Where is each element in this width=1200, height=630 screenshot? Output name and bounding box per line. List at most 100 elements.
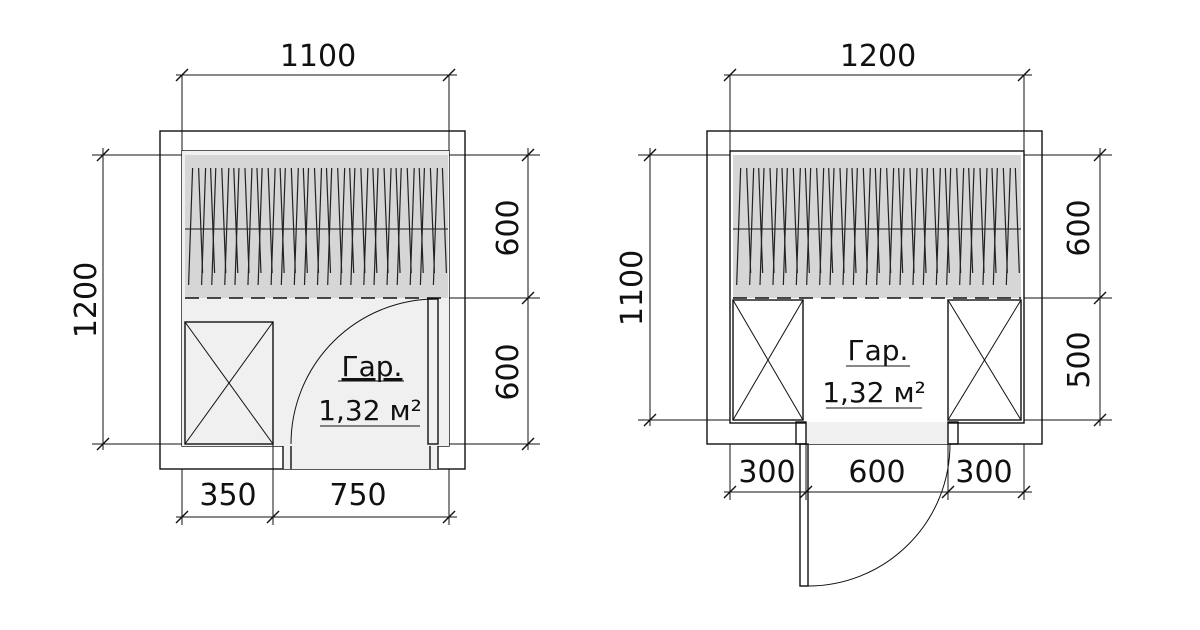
hanger-stroke [302,167,308,274]
plan-b-dim-right-lower-label: 500 [1062,331,1097,388]
plan-a-dim-bottom-left-label: 350 [199,478,256,513]
hanger-stroke [234,167,240,286]
hanger-stroke [325,167,332,274]
hanger-stroke [363,167,369,286]
hanger-stroke [772,167,778,286]
hanger-stroke [360,167,366,274]
plan-a-room-area: 1,32 м² [318,394,422,427]
hanger-stroke [816,167,822,274]
hanger-stroke [233,167,239,274]
hanger-stroke [782,167,788,286]
hanger-stroke [828,167,834,274]
plan-b-door-swing [799,443,951,587]
hanger-stroke [340,167,346,286]
plan-b-dim-bottom-mid-label: 600 [848,455,905,490]
plan-b-dim-top-label: 1200 [840,39,916,74]
plan-a-room-label: Гар. [342,350,403,383]
plan-b-room-area: 1,32 м² [822,376,926,409]
hanger-stroke [819,167,825,286]
hanger-stroke [898,167,904,274]
hanger-stroke [935,167,941,286]
hanger-stroke [349,167,355,274]
hanger-stroke [409,167,415,286]
plan-a-dim-top [175,68,457,151]
plan-b-dim-left-label: 1100 [615,250,650,326]
hanger-stroke [187,167,194,286]
hanger-stroke [899,167,905,286]
hanger-stroke [337,167,343,274]
plan-a-dim-bottom [175,444,457,525]
hanger-stroke [749,167,755,286]
hanger-stroke [303,167,310,286]
hanger-stroke [279,167,285,274]
hanger-stroke [267,167,273,274]
plan-a-shelf-unit [184,321,274,445]
hanger-stroke [419,167,426,286]
hanger-stroke [852,167,858,286]
hanger-stroke [781,167,787,274]
hanger-stroke [795,167,801,286]
plan-a-clothes-rail [185,155,448,299]
plan-b-clothes-rail [733,155,1021,299]
hanger-stroke [889,167,895,286]
hanger-stroke [256,167,262,274]
hanger-stroke [386,167,392,286]
hanger-stroke [244,167,250,274]
plan-a-dim-left [92,148,182,451]
hanger-stroke [396,167,402,286]
hanger-stroke [759,167,765,286]
hanger-stroke [1014,167,1020,274]
plan-b-dim-left [638,148,730,427]
hanger-stroke [946,167,952,286]
plan-a-dim-right-lower-label: 600 [491,343,526,400]
hanger-stroke [862,167,868,274]
hanger-stroke [968,167,974,274]
hanger-stroke [209,167,216,274]
hanger-stroke [886,167,892,274]
hanger-stroke [1002,167,1008,274]
plan-b-dim-right-upper-label: 600 [1062,199,1097,256]
hanger-stroke [247,167,253,286]
hanger-stroke [290,167,296,274]
plan-b-dim-top [723,68,1032,151]
plan-b-room-label: Гар. [848,334,909,367]
hanger-stroke [922,167,928,286]
plan-b-walls [706,130,1043,445]
hanger-stroke [270,167,276,286]
plan-a-dim-right-upper-label: 600 [491,199,526,256]
plan-b-dim-bottom [723,444,1032,500]
plan-a-dim-top-label: 1100 [280,39,356,74]
hanger-stroke [406,167,412,274]
hanger-stroke [865,167,871,286]
hanger-stroke [909,167,915,274]
hanger-stroke [876,167,882,286]
hanger-stroke [197,167,204,274]
hanger-stroke [829,167,835,286]
hanger-stroke [432,167,439,286]
hanger-stroke [1005,167,1011,286]
hanger-stroke [224,167,230,286]
hanger-stroke [758,167,764,274]
hanger-stroke [441,167,448,274]
plan-a-dim-left-label: 1200 [69,262,104,338]
plan-b-dim-bottom-left-label: 300 [738,455,795,490]
plan-b: Гар. 1,32 м² 1200 1100 [615,39,1112,587]
hanger-stroke [350,167,356,286]
hanger-stroke [316,167,323,286]
hanger-stroke [991,167,997,274]
hanger-stroke [395,167,401,274]
hanger-stroke [912,167,918,286]
hanger-stroke [313,167,320,274]
hanger-stroke [874,167,880,274]
hanger-stroke [804,167,810,274]
hanger-stroke [211,167,217,286]
hanger-stroke [327,167,333,286]
hanger-stroke [383,167,389,274]
hanger-stroke [944,167,950,274]
plan-b-shelf-right [947,299,1022,421]
hanger-stroke [257,167,263,286]
hanger-stroke [969,167,975,286]
plan-a: Гар. 1,32 м² 1100 1200 [69,39,540,525]
plan-b-dim-bottom-right-label: 300 [955,455,1012,490]
